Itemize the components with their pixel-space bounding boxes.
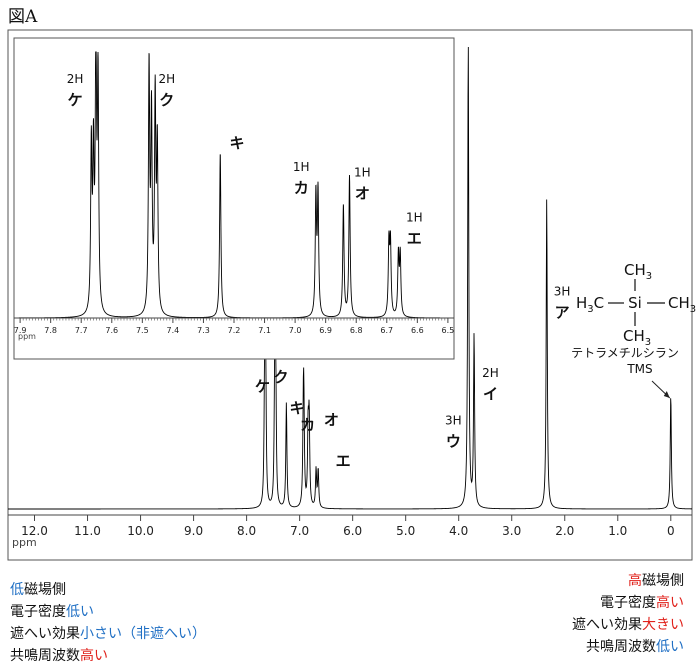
legend-left-line: 遮へい効果小さい（非遮へい） (10, 626, 206, 642)
legend-text: 磁場側 (24, 582, 66, 598)
legend-right-line: 高磁場側 (628, 573, 684, 589)
inset-xtick-label: 6.5 (442, 326, 455, 335)
inset-peak-label: ケ (68, 91, 83, 109)
main-xtick-label: 9.0 (184, 524, 203, 538)
legend-text: 低 (10, 582, 24, 598)
inset-xtick-label: 6.8 (350, 326, 363, 335)
inset-xtick-label: 6.6 (411, 326, 424, 335)
inset-peak-label: ク (159, 91, 174, 109)
main-peak-label: オ (324, 411, 339, 429)
inset-xtick-label: 7.2 (228, 326, 241, 335)
main-xtick-label: 8.0 (237, 524, 256, 538)
main-peak-label: エ (336, 452, 351, 470)
inset-xtick-label: 7.1 (258, 326, 271, 335)
legend-right-line: 共鳴周波数低い (586, 639, 684, 655)
main-xtick-label: 12.0 (21, 524, 48, 538)
main-xtick-label: 5.0 (396, 524, 415, 538)
main-xtick-label: 4.0 (449, 524, 468, 538)
main-trace (8, 46, 692, 510)
tms-arrow-head (663, 391, 670, 398)
tms-abbrev-label: TMS (626, 362, 652, 376)
inset-xtick-label: 7.3 (197, 326, 210, 335)
main-xtick-label: 10.0 (127, 524, 154, 538)
main-peak-label: イ (483, 385, 498, 403)
inset-x-label: ppm (18, 332, 36, 341)
main-xtick-label: 6.0 (343, 524, 362, 538)
legend-text: 磁場側 (642, 573, 684, 589)
main-xtick-label: 3.0 (502, 524, 521, 538)
tms-name-label: テトラメチルシラン (571, 346, 679, 360)
main-proton-count: 3H (554, 284, 571, 298)
legend-left-line: 共鳴周波数高い (10, 648, 108, 664)
tms-left-methyl: H3C (576, 294, 604, 315)
inset-proton-count: 1H (293, 160, 310, 174)
legend-text: 低い (66, 604, 94, 620)
tms-bottom-methyl: CH3 (623, 327, 651, 348)
main-peak-label: カ (300, 416, 315, 434)
inset-proton-count: 1H (406, 211, 423, 225)
main-peak-label: ア (555, 303, 570, 321)
inset-xtick-label: 7.7 (75, 326, 88, 335)
legend-text: 共鳴周波数 (586, 639, 656, 655)
legend-text: 高い (656, 595, 684, 611)
legend-text: 遮へい効果 (10, 626, 80, 642)
legend-text: 高い (80, 648, 108, 664)
inset-xtick-label: 6.7 (380, 326, 393, 335)
figure-title: 図A (8, 7, 38, 27)
inset-peak-label: オ (355, 184, 370, 202)
legend-text: 遮へい効果 (572, 617, 642, 633)
main-peak-label: ウ (446, 433, 461, 451)
legend-text: 共鳴周波数 (10, 648, 80, 664)
main-x-label: ppm (12, 536, 37, 549)
tms-right-methyl: CH3 (668, 294, 696, 315)
main-xtick-label: 0 (667, 524, 675, 538)
legend-text: 低い (656, 639, 684, 655)
legend-text: 大きい (642, 617, 684, 633)
tms-si-atom: Si (628, 294, 642, 312)
inset-proton-count: 1H (354, 165, 371, 179)
main-xtick-label: 11.0 (74, 524, 101, 538)
inset-proton-count: 2H (67, 72, 84, 86)
inset-xtick-label: 7.4 (167, 326, 180, 335)
main-proton-count: 2H (482, 366, 499, 380)
inset-trace (14, 51, 454, 319)
legend-text: 小さい（非遮へい） (80, 626, 206, 642)
legend-left-line: 電子密度低い (10, 604, 94, 620)
legend-text: 高 (628, 573, 642, 589)
inset-xtick-label: 7.6 (105, 326, 118, 335)
main-xtick-label: 1.0 (608, 524, 627, 538)
legend-text: 電子密度 (600, 595, 656, 611)
main-xtick-label: 7.0 (290, 524, 309, 538)
inset-xtick-label: 7.9 (14, 326, 27, 335)
inset-peak-label: カ (294, 179, 309, 197)
legend-text: 電子密度 (10, 604, 66, 620)
legend-right-line: 遮へい効果大きい (572, 617, 684, 633)
main-peak-label: キ (289, 399, 304, 417)
inset-spectrum-chart: 7.9 7.8 7.7 7.6 7.5 7.4 7.3 7.2 7.1 7.0 6.9 6.8 6.7 6… (13, 37, 455, 360)
main-proton-count: 3H (445, 414, 462, 428)
inset-xtick-label: 7.0 (289, 326, 302, 335)
main-xtick-label: 2.0 (555, 524, 574, 538)
tms-top-methyl: CH3 (624, 261, 652, 282)
main-peak-label: ク (274, 368, 289, 386)
inset-peak-label: エ (407, 230, 422, 248)
inset-peak-label: キ (230, 134, 245, 152)
inset-xtick-label: 7.5 (136, 326, 149, 335)
inset-xtick-label: 6.9 (319, 326, 332, 335)
legend-right-line: 電子密度高い (600, 595, 684, 611)
inset-proton-count: 2H (158, 72, 175, 86)
inset-xtick-label: 7.8 (44, 326, 57, 335)
main-peak-label: ケ (255, 378, 270, 396)
legend-left-line: 低磁場側 (10, 582, 66, 598)
